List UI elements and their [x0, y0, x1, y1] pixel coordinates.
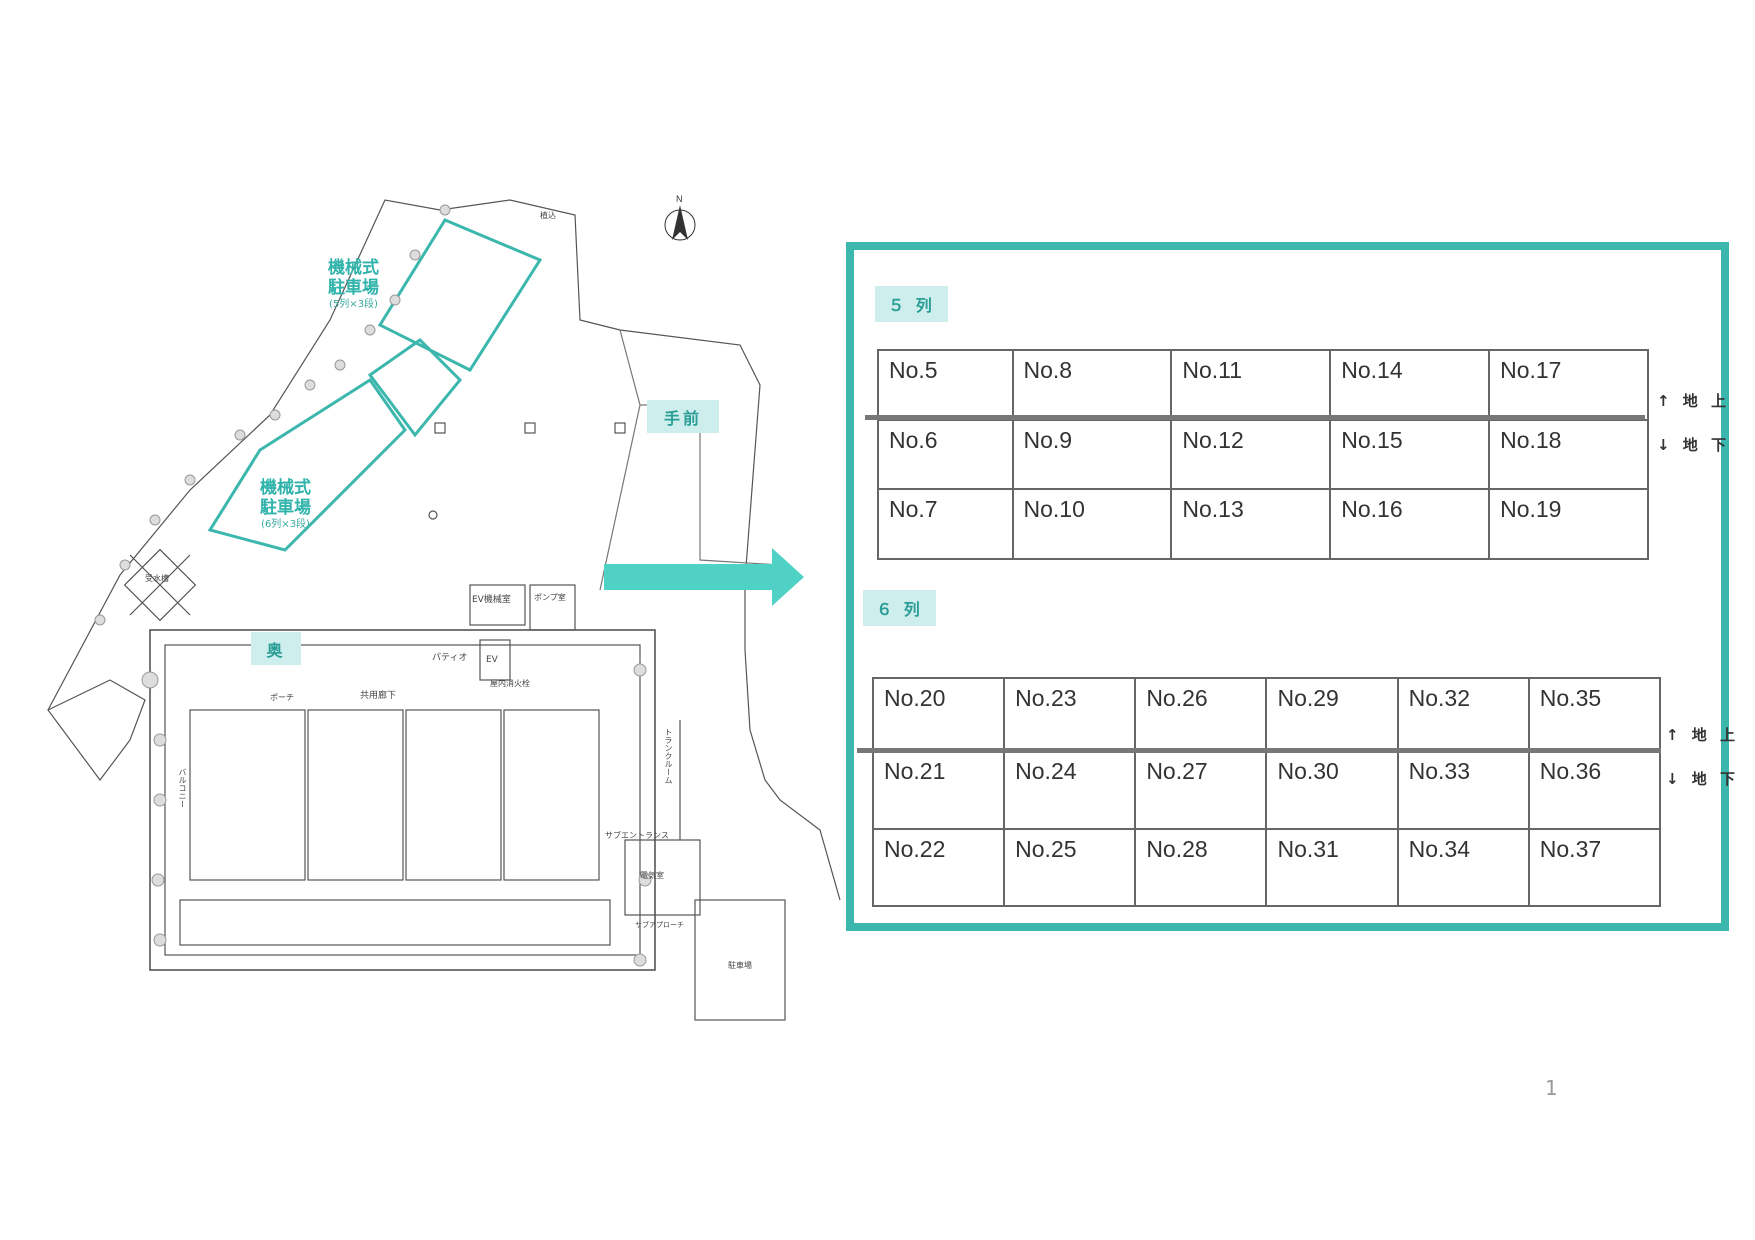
space-cell: No.6 — [877, 419, 1014, 490]
floor-plan-drawing: N — [47, 194, 841, 1021]
space-cell: No.11 — [1170, 349, 1332, 421]
sub-entrance-label: サブエントランス — [605, 831, 669, 840]
lower-parking-label: 機械式 駐車場 (6列×3段) — [260, 478, 311, 531]
space-cell: No.20 — [871, 677, 1006, 752]
space-cell: No.21 — [871, 750, 1006, 830]
group1-below-marker: ↓ 地 下 — [1657, 436, 1731, 454]
space-cell: No.35 — [1527, 677, 1662, 752]
space-cell: No.10 — [1011, 488, 1173, 560]
upper-parking-title-1: 機械式 — [328, 258, 379, 278]
upper-parking-label: 機械式 駐車場 (5列×3段) — [328, 258, 379, 311]
space-cell: No.30 — [1265, 750, 1399, 830]
back-tag: 奥 — [251, 632, 301, 665]
space-cell: No.9 — [1011, 419, 1173, 490]
lower-parking-title-1: 機械式 — [260, 478, 311, 498]
ev-machine-room-label: EV機械室 — [472, 595, 511, 605]
space-cell: No.8 — [1011, 349, 1173, 421]
planting-label: 植込 — [540, 211, 556, 220]
space-cell: No.23 — [1003, 677, 1137, 752]
space-cell: No.14 — [1329, 349, 1491, 421]
upper-parking-title-2: 駐車場 — [328, 278, 379, 299]
approach-label: サブアプローチ — [635, 921, 684, 929]
group1-grid: No.5 No.8 No.11 No.14 No.17 No.6 No.9 No… — [877, 349, 1649, 560]
group2-ground-line — [857, 748, 1661, 753]
space-cell: No.17 — [1488, 349, 1649, 421]
space-cell: No.29 — [1265, 677, 1399, 752]
pump-room-label: ポンプ室 — [534, 593, 566, 602]
group2-grid: No.20 No.23 No.26 No.29 No.32 No.35 No.2… — [871, 677, 1662, 907]
electric-room-label: 電気室 — [640, 871, 664, 880]
space-cell: No.25 — [1003, 828, 1137, 907]
ev-label: EV — [486, 655, 498, 665]
space-cell: No.16 — [1329, 488, 1491, 560]
balcony-label: バルコニー — [178, 768, 187, 808]
space-cell: No.15 — [1329, 419, 1491, 490]
space-cell: No.32 — [1396, 677, 1530, 752]
upper-parking-spec: (5列×3段) — [329, 298, 378, 310]
space-cell: No.22 — [871, 828, 1006, 907]
space-cell: No.7 — [877, 488, 1014, 560]
space-cell: No.26 — [1134, 677, 1268, 752]
fire-hydrant-label: 屋内消火栓 — [490, 679, 530, 688]
space-cell: No.36 — [1527, 750, 1662, 830]
lower-parking-spec: (6列×3段) — [261, 518, 310, 530]
space-cell: No.13 — [1170, 488, 1332, 560]
space-cell: No.18 — [1488, 419, 1649, 490]
group1-label: ５ 列 — [875, 286, 948, 322]
group2-below-marker: ↓ 地 下 — [1666, 770, 1740, 788]
space-cell: No.31 — [1265, 828, 1399, 907]
north-arrow-icon: N — [664, 194, 696, 241]
corridor-label: 共用廊下 — [360, 691, 397, 701]
water-tank-label: 受水槽 — [145, 574, 169, 583]
space-cell: No.34 — [1396, 828, 1530, 907]
parking-layout-panel: ５ 列 No.5 No.8 No.11 No.14 No.17 No.6 No.… — [846, 242, 1735, 931]
lower-parking-title-2: 駐車場 — [260, 498, 311, 519]
group2-above-marker: ↑ 地 上 — [1666, 726, 1740, 744]
trunk-room-label: トランクルーム — [664, 728, 673, 784]
space-cell: No.33 — [1396, 750, 1530, 830]
space-cell: No.37 — [1527, 828, 1662, 907]
svg-text:N: N — [676, 194, 683, 204]
floor-plan: N EV機械室 ポンプ室 EV パティオ 共用廊下 屋内消火栓 ポーチ バルコニ… — [40, 180, 860, 1040]
space-cell: No.27 — [1134, 750, 1268, 830]
group2-label: ６ 列 — [863, 590, 936, 626]
space-cell: No.12 — [1170, 419, 1332, 490]
space-cell: No.19 — [1488, 488, 1649, 560]
patio-label: パティオ — [432, 653, 468, 663]
page-number: 1 — [1545, 1076, 1558, 1100]
space-cell: No.5 — [877, 349, 1014, 421]
front-tag: 手前 — [647, 400, 719, 433]
group1-above-marker: ↑ 地 上 — [1657, 392, 1731, 410]
parking-lot-label: 駐車場 — [728, 961, 752, 970]
space-cell: No.24 — [1003, 750, 1137, 830]
space-cell: No.28 — [1134, 828, 1268, 907]
group1-ground-line — [865, 415, 1645, 420]
porch-label: ポーチ — [270, 693, 294, 702]
